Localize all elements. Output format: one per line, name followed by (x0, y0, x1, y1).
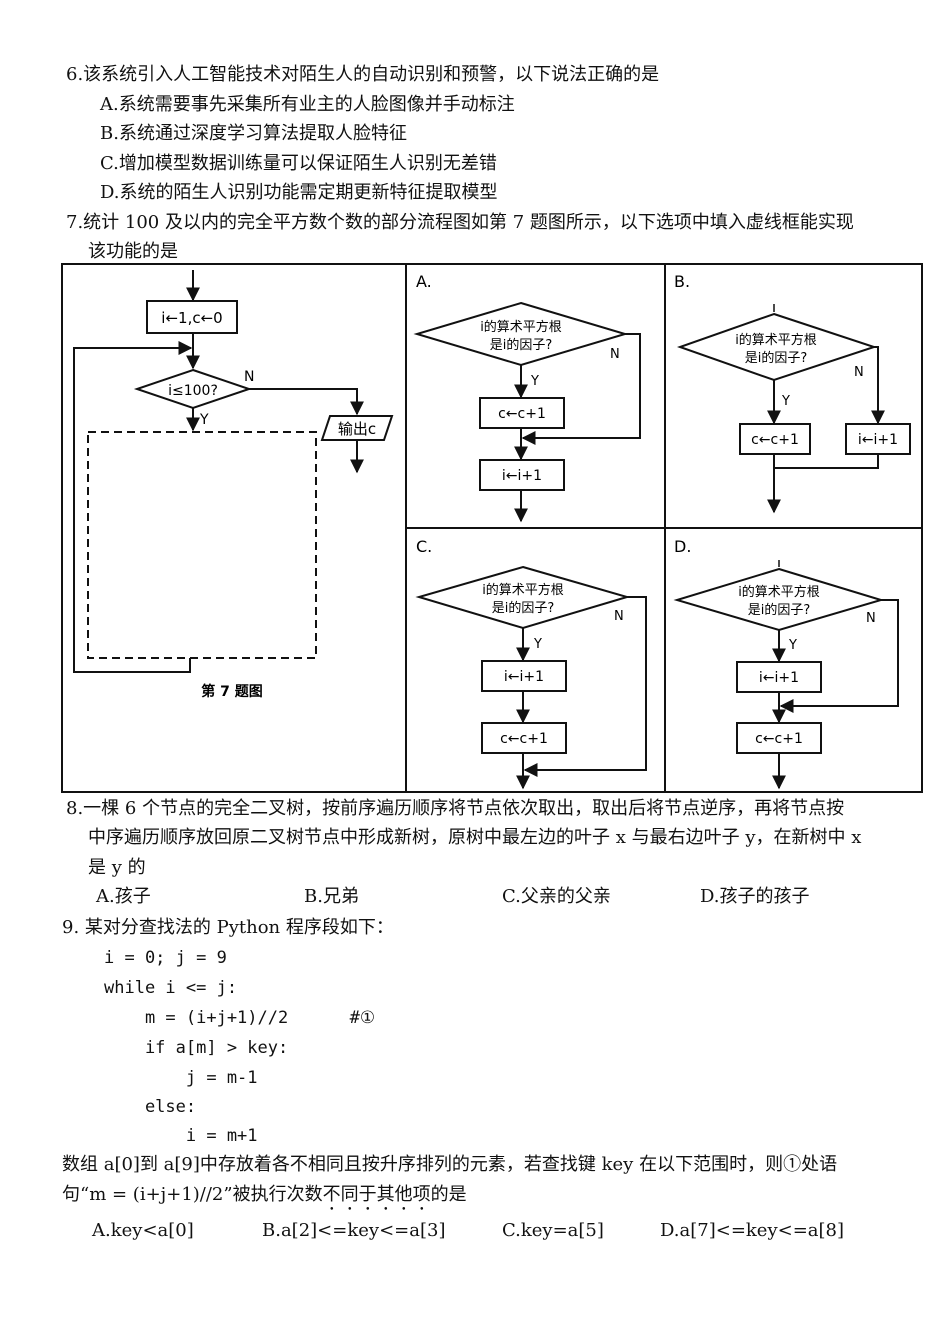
panel-b-box2-text: i←i+1 (858, 432, 898, 448)
figure-caption: 第 7 题图 (201, 683, 263, 700)
code-line-7: i = m+1 (104, 1126, 258, 1146)
code-line-5: j = m-1 (104, 1068, 258, 1088)
code-line-4: if a[m] > key: (104, 1038, 289, 1058)
dashed-fill-box (87, 431, 317, 659)
panel-d: D. i的算术平方根 是i的因子? N Y i←i+1 c←c+1 (673, 537, 899, 790)
q6-option-d: D.系统的陌生人识别功能需定期更新特征提取模型 (100, 182, 498, 203)
code-line-2: while i <= j: (104, 978, 238, 998)
panel-a-label: A. (416, 272, 432, 291)
q8-stem-line2: 中序遍历顺序放回原二叉树节点中形成新树，原树中最左边的叶子 x 与最右边叶子 y… (88, 827, 862, 848)
panel-a: A. i的算术平方根 是i的因子? N Y c←c+1 i←i+1 (413, 272, 641, 523)
panel-b: B. i的算术平方根 是i的因子? N Y c←c+1 i←i+1 (674, 272, 911, 514)
panel-a-cond-line2: 是i的因子? (490, 337, 553, 353)
panel-c-cond-line1: i的算术平方根 (482, 582, 564, 598)
q8-option-b: B.兄弟 (304, 886, 359, 907)
panel-d-cond-line2: 是i的因子? (748, 602, 811, 618)
q6-option-c: C.增加模型数据训练量可以保证陌生人识别无差错 (100, 153, 497, 174)
q9-stem: 9. 某对分查找法的 Python 程序段如下： (62, 917, 394, 938)
q7-stem-line2: 该功能的是 (88, 241, 178, 262)
q9-after-line2-a: 句“m = (i+j+1)//2”被执行次数 (62, 1184, 323, 1205)
q9-after-line2-c: 的是 (430, 1184, 467, 1205)
panel-b-no-label: N (854, 365, 864, 380)
q9-option-a: A.key<a[0] (92, 1220, 194, 1241)
main-flowchart: i←1,c←0 i≤100? N 输出c Y 第 7 题图 (73, 270, 394, 700)
q8-stem-line1: 8.一棵 6 个节点的完全二叉树，按前序遍历顺序将节点依次取出，取出后将节点逆序… (66, 798, 845, 819)
panel-c-no-label: N (614, 609, 624, 624)
panel-b-yes-label: Y (781, 394, 790, 409)
q9-emphasized-text: 不同于其他项 (322, 1184, 431, 1205)
panel-b-label: B. (674, 272, 690, 291)
panel-d-no-label: N (866, 611, 876, 626)
panel-d-yes-label: Y (788, 638, 797, 653)
q9-option-d: D.a[7]<=key<=a[8] (660, 1220, 845, 1241)
main-no-label: N (244, 369, 254, 385)
panel-c-label: C. (416, 537, 432, 556)
q8-stem-line3: 是 y 的 (88, 857, 146, 878)
q7-stem-line1: 7.统计 100 及以内的完全平方数个数的部分流程图如第 7 题图所示，以下选项… (66, 212, 854, 233)
q6-option-b: B.系统通过深度学习算法提取人脸特征 (100, 123, 407, 144)
panel-a-box1 (479, 397, 565, 429)
output-parallelogram (320, 415, 394, 441)
panel-c: C. i的算术平方根 是i的因子? N Y i←i+1 c←c+1 (415, 537, 647, 790)
panel-a-box1-text: c←c+1 (498, 406, 546, 422)
panel-d-box1 (736, 661, 822, 693)
panel-d-label: D. (674, 537, 691, 556)
q9-after-line2: 句“m = (i+j+1)//2”被执行次数不同于其他项的是 (62, 1182, 467, 1215)
panel-b-cond-line1: i的算术平方根 (735, 332, 817, 348)
panel-c-box1 (481, 660, 567, 692)
q8-option-c: C.父亲的父亲 (502, 886, 611, 907)
panel-b-box2 (845, 423, 911, 455)
panel-d-box2-text: c←c+1 (755, 731, 803, 747)
panel-a-yes-label: Y (530, 374, 539, 389)
q8-option-d: D.孩子的孩子 (700, 886, 810, 907)
q9-after-line1: 数组 a[0]到 a[9]中存放着各不相同且按升序排列的元素，若查找键 key … (62, 1154, 838, 1175)
q6-stem: 6.该系统引入人工智能技术对陌生人的自动识别和预警，以下说法正确的是 (66, 64, 660, 85)
code-line-6: else: (104, 1097, 197, 1117)
panel-d-box1-text: i←i+1 (759, 670, 799, 686)
code-line-3: m = (i+j+1)//2 #① (104, 1008, 376, 1028)
q9-option-c: C.key=a[5] (502, 1220, 604, 1241)
output-text: 输出c (338, 420, 376, 438)
q8-option-a: A.孩子 (96, 886, 151, 907)
panel-a-no-label: N (610, 347, 620, 362)
q9-option-b: B.a[2]<=key<=a[3] (262, 1220, 446, 1241)
code-line-1: i = 0; j = 9 (104, 948, 227, 968)
init-box-text: i←1,c←0 (161, 309, 222, 327)
main-yes-label: Y (199, 412, 209, 428)
panel-b-box1-text: c←c+1 (751, 432, 799, 448)
panel-c-yes-label: Y (533, 637, 542, 652)
panel-c-cond-line2: 是i的因子? (492, 600, 555, 616)
panel-b-cond-line2: 是i的因子? (745, 350, 808, 366)
panel-a-box2-text: i←i+1 (502, 468, 542, 484)
panel-a-cond-line1: i的算术平方根 (480, 319, 562, 335)
panel-d-cond-line1: i的算术平方根 (738, 584, 820, 600)
loop-condition-text: i≤100? (168, 383, 218, 399)
panel-c-box1-text: i←i+1 (504, 669, 544, 685)
panel-d-box2 (736, 722, 822, 754)
panel-c-box2-text: c←c+1 (500, 731, 548, 747)
q6-option-a: A.系统需要事先采集所有业主的人脸图像并手动标注 (100, 94, 515, 115)
